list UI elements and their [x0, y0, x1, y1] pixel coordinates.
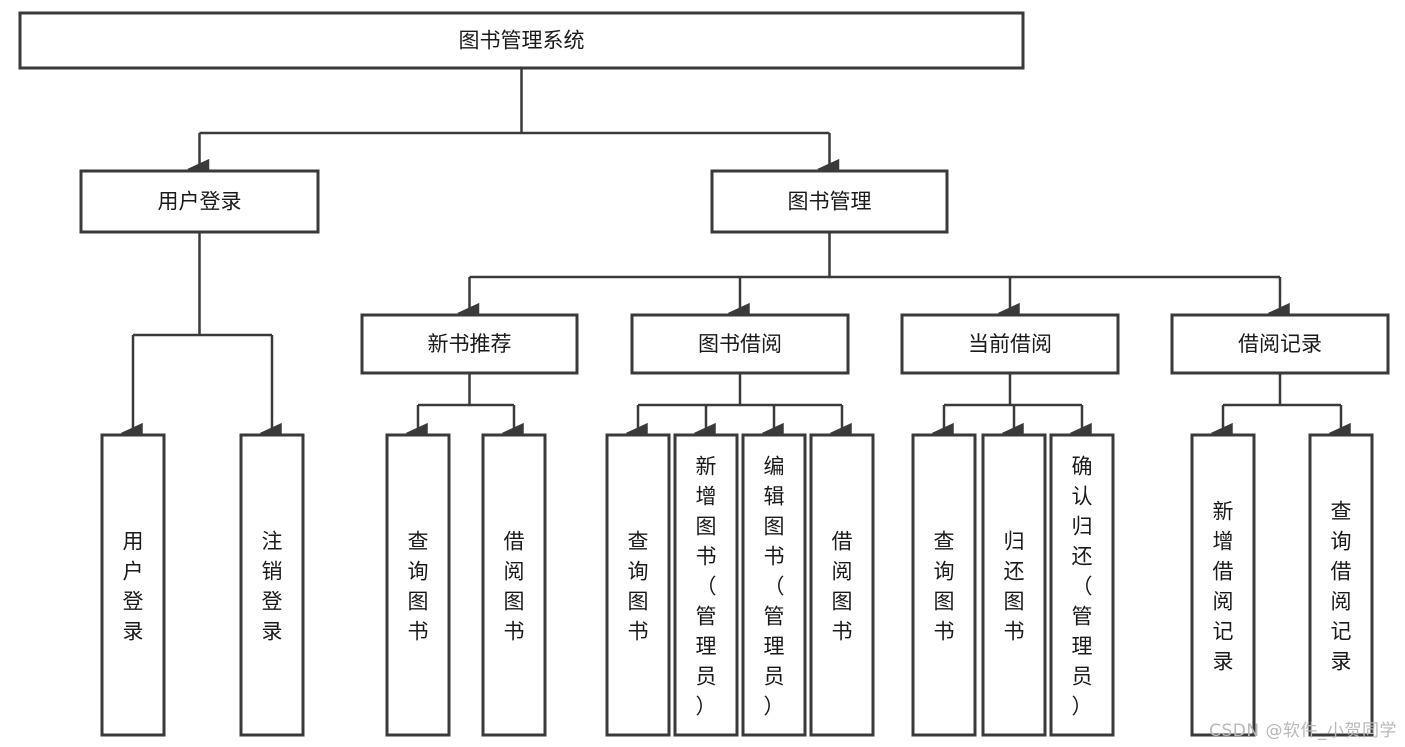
node-borrow-record[interactable]: 借阅记录	[1170, 313, 1390, 375]
node-leaf-logout-rect[interactable]	[239, 433, 305, 737]
node-leaf-user-login-label: 用户登录	[123, 529, 144, 643]
node-leaf-return-book-rect[interactable]	[981, 433, 1047, 737]
node-leaf-query-book-2-label: 查询图书	[628, 529, 649, 643]
node-root-book-management-system-rect[interactable]	[18, 11, 1025, 70]
node-leaf-query-book-2-rect[interactable]	[605, 433, 671, 737]
node-book-manage[interactable]: 图书管理	[710, 169, 949, 234]
node-leaf-return-book-label: 归还图书	[1004, 529, 1025, 643]
node-leaf-borrow-book-1-rect[interactable]	[481, 433, 547, 737]
node-leaf-return-book[interactable]: 归还图书	[981, 433, 1047, 737]
node-leaf-query-book-2[interactable]: 查询图书	[605, 433, 671, 737]
boxes-layer: 图书管理系统用户登录图书管理新书推荐图书借阅当前借阅借阅记录用户登录注销登录查询…	[18, 11, 1390, 737]
node-leaf-user-login-rect[interactable]	[100, 433, 166, 737]
node-new-book-rec[interactable]: 新书推荐	[360, 313, 579, 375]
node-leaf-borrow-book-2-label: 借阅图书	[832, 529, 853, 643]
node-leaf-user-login[interactable]: 用户登录	[100, 433, 166, 737]
node-leaf-confirm-return[interactable]: 确认归还（管理员）	[1049, 433, 1115, 737]
node-current-borrow-rect[interactable]	[900, 313, 1120, 375]
node-leaf-add-book[interactable]: 新增图书（管理员）	[673, 433, 739, 737]
node-root-book-management-system[interactable]: 图书管理系统	[18, 11, 1025, 70]
node-book-borrow[interactable]: 图书借阅	[630, 313, 850, 375]
node-leaf-add-record-rect[interactable]	[1190, 433, 1256, 737]
node-leaf-query-record[interactable]: 查询借阅记录	[1308, 433, 1374, 737]
node-leaf-borrow-book-2-rect[interactable]	[809, 433, 875, 737]
node-leaf-edit-book-label: 编辑图书（管理员）	[764, 454, 785, 718]
node-borrow-record-rect[interactable]	[1170, 313, 1390, 375]
node-borrow-record-label: 借阅记录	[1238, 332, 1322, 356]
node-leaf-borrow-book-1-label: 借阅图书	[504, 529, 525, 643]
node-leaf-borrow-book-2[interactable]: 借阅图书	[809, 433, 875, 737]
node-leaf-query-record-label: 查询借阅记录	[1331, 499, 1352, 673]
node-book-manage-label: 图书管理	[788, 190, 872, 214]
node-leaf-query-book-3-rect[interactable]	[911, 433, 977, 737]
node-leaf-add-record-label: 新增借阅记录	[1213, 499, 1234, 673]
node-leaf-query-record-rect[interactable]	[1308, 433, 1374, 737]
node-leaf-add-book-label: 新增图书（管理员）	[696, 454, 717, 718]
node-current-borrow[interactable]: 当前借阅	[900, 313, 1120, 375]
node-user-login-rect[interactable]	[79, 169, 320, 234]
node-leaf-confirm-return-label: 确认归还（管理员）	[1072, 454, 1093, 718]
connectors-layer	[133, 68, 1341, 433]
node-leaf-add-book-rect[interactable]	[673, 433, 739, 737]
node-leaf-add-record[interactable]: 新增借阅记录	[1190, 433, 1256, 737]
node-current-borrow-label: 当前借阅	[968, 332, 1052, 356]
node-leaf-borrow-book-1[interactable]: 借阅图书	[481, 433, 547, 737]
node-new-book-rec-rect[interactable]	[360, 313, 579, 375]
node-leaf-query-book-1-rect[interactable]	[385, 433, 451, 737]
node-leaf-query-book-1[interactable]: 查询图书	[385, 433, 451, 737]
node-leaf-query-book-3[interactable]: 查询图书	[911, 433, 977, 737]
node-leaf-logout-label: 注销登录	[262, 529, 283, 643]
node-leaf-confirm-return-rect[interactable]	[1049, 433, 1115, 737]
node-user-login-label: 用户登录	[158, 190, 242, 214]
node-new-book-rec-label: 新书推荐	[428, 332, 512, 356]
node-book-borrow-label: 图书借阅	[698, 332, 782, 356]
node-leaf-edit-book-rect[interactable]	[741, 433, 807, 737]
node-book-borrow-rect[interactable]	[630, 313, 850, 375]
node-root-book-management-system-label: 图书管理系统	[459, 29, 585, 53]
node-leaf-logout[interactable]: 注销登录	[239, 433, 305, 737]
node-leaf-edit-book[interactable]: 编辑图书（管理员）	[741, 433, 807, 737]
node-leaf-query-book-3-label: 查询图书	[934, 529, 955, 643]
node-user-login[interactable]: 用户登录	[79, 169, 320, 234]
node-book-manage-rect[interactable]	[710, 169, 949, 234]
node-leaf-query-book-1-label: 查询图书	[408, 529, 429, 643]
